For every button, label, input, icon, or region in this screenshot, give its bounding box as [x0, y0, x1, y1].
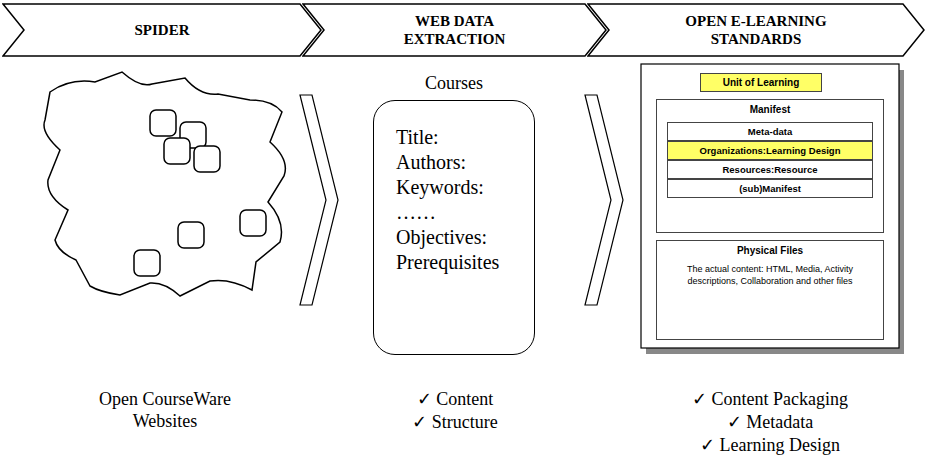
- box-text: Objectives:: [396, 225, 524, 250]
- stage-chevron: OPEN E-LEARNING STANDARDS: [587, 3, 925, 57]
- box-text: Keywords:: [396, 175, 524, 200]
- chevron-outline: [587, 3, 925, 57]
- caption-label: ✓ Content: [375, 388, 535, 410]
- website-squares: [134, 110, 266, 276]
- manifest-row: Organizations:Learning Design: [667, 141, 873, 160]
- caption-label: Open CourseWare Websites: [80, 388, 250, 432]
- caption-label: ✓ Content Packaging: [650, 388, 890, 410]
- stage-title: SPIDER: [134, 21, 189, 39]
- stage-title: WEB DATA EXTRACTION: [385, 12, 525, 48]
- manifest-row: Resources:Resource: [667, 160, 873, 179]
- flow-chevron: [300, 95, 338, 305]
- chevron-shape: [588, 4, 924, 56]
- box-label: Physical Files: [663, 244, 877, 257]
- box-label: Courses: [374, 71, 534, 96]
- box-label: Meta-data: [672, 125, 868, 138]
- unit-box: Unit of Learning: [700, 73, 822, 92]
- flow-chevron: [585, 95, 623, 305]
- chevron-outline: [302, 3, 607, 57]
- caption-label: ✓ Metadata: [650, 411, 890, 433]
- website-map: [44, 72, 285, 296]
- chevron-shape: [3, 4, 321, 56]
- document-shadow: [646, 70, 904, 354]
- caption-label: ✓ Learning Design: [650, 434, 890, 456]
- box-text: Authors:: [396, 150, 524, 175]
- box-label: Manifest: [663, 103, 877, 116]
- box-label: Unit of Learning: [705, 76, 817, 89]
- box-label: (sub)Manifest: [672, 182, 868, 195]
- box-label: Resources:Resource: [672, 163, 868, 176]
- box-text: ……: [396, 200, 524, 225]
- stage-chevron: WEB DATA EXTRACTION: [302, 3, 607, 57]
- box-text: Title:: [396, 125, 524, 150]
- manifest-row: Meta-data: [667, 122, 873, 141]
- stage-chevron: SPIDER: [2, 3, 322, 57]
- box-text: The actual content: HTML, Media, Activit…: [663, 263, 877, 287]
- document-frame: [641, 64, 899, 348]
- box-label: Organizations:Learning Design: [672, 144, 868, 157]
- chevron-shape: [303, 4, 606, 56]
- caption-label: ✓ Structure: [375, 411, 535, 433]
- stage-title: OPEN E-LEARNING STANDARDS: [664, 12, 849, 48]
- box-text: Prerequisites: [396, 250, 524, 275]
- manifest-box: ManifestMeta-dataOrganizations:Learning …: [656, 99, 884, 233]
- files-box: Physical FilesThe actual content: HTML, …: [656, 240, 884, 340]
- course-record: CoursesTitle:Authors:Keywords:……Objectiv…: [373, 100, 535, 355]
- manifest-row: (sub)Manifest: [667, 179, 873, 198]
